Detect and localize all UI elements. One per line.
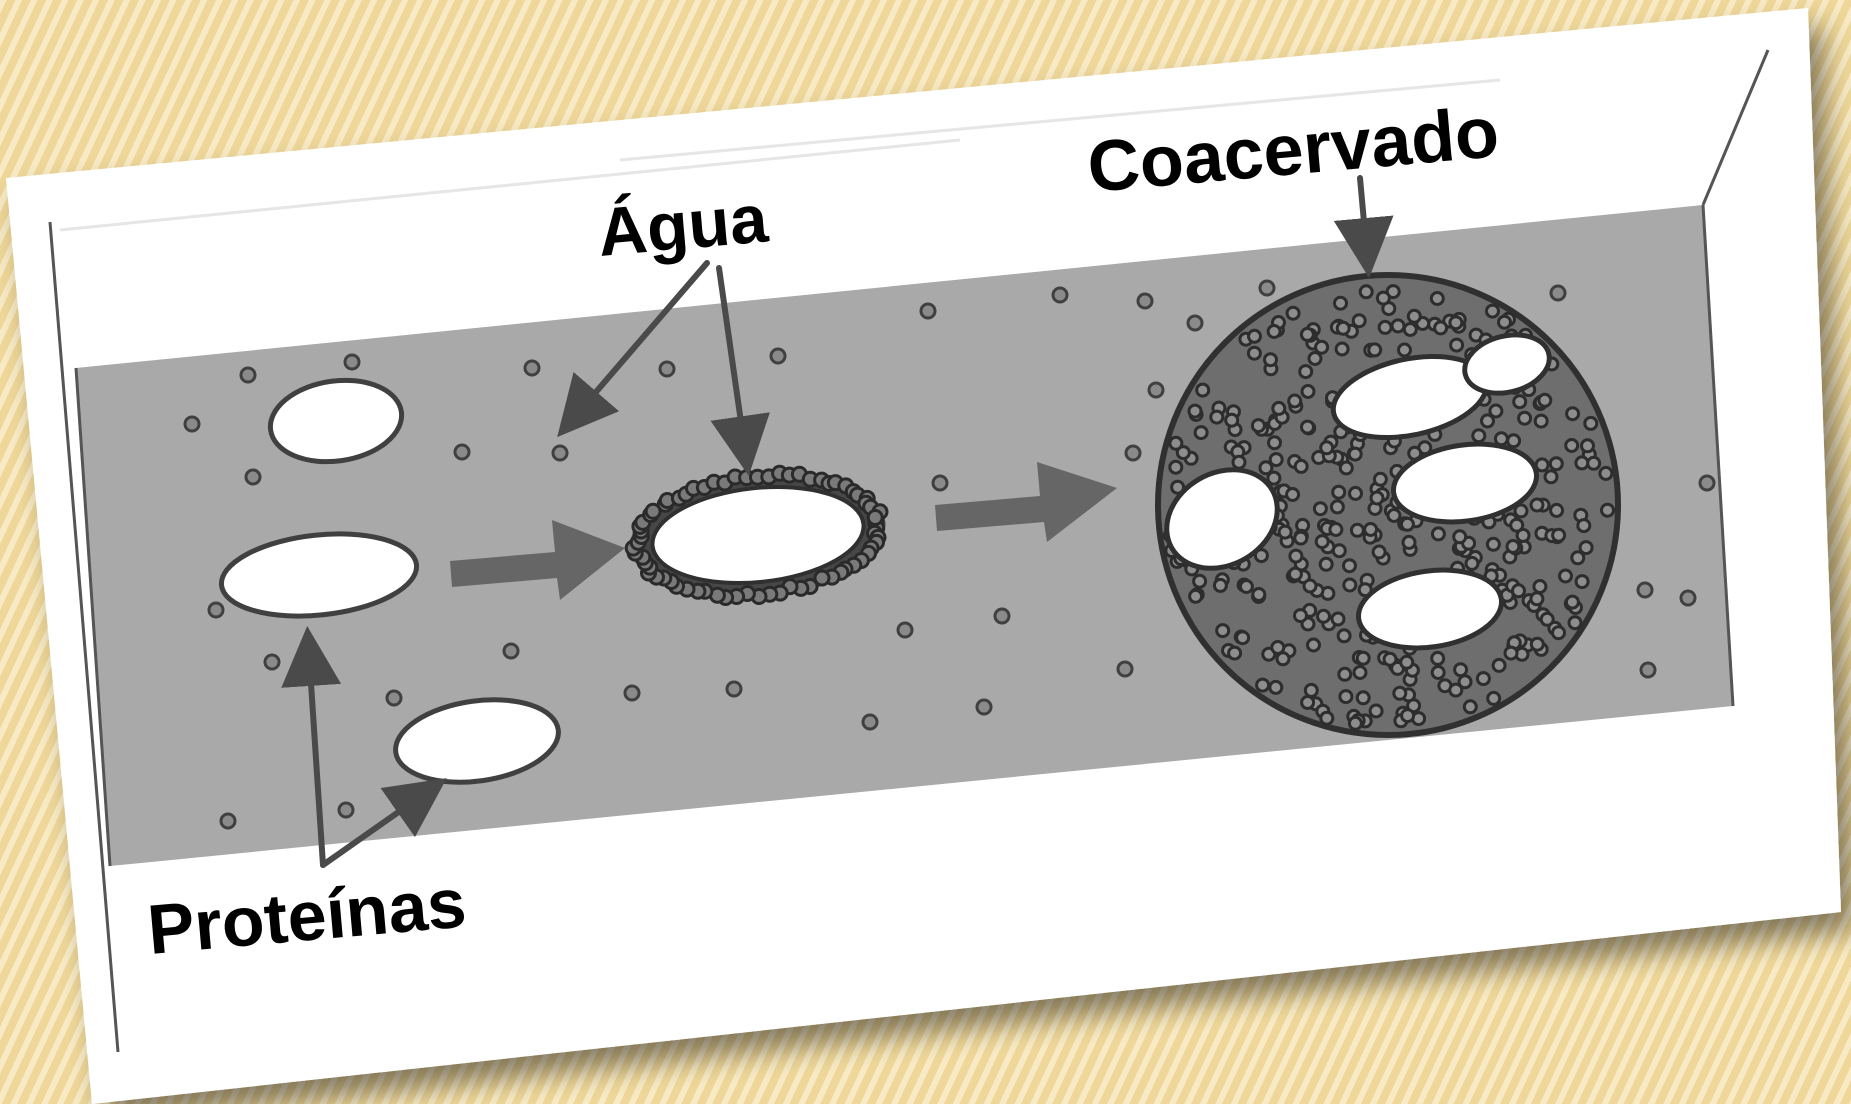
label-agua: Água — [595, 180, 772, 271]
